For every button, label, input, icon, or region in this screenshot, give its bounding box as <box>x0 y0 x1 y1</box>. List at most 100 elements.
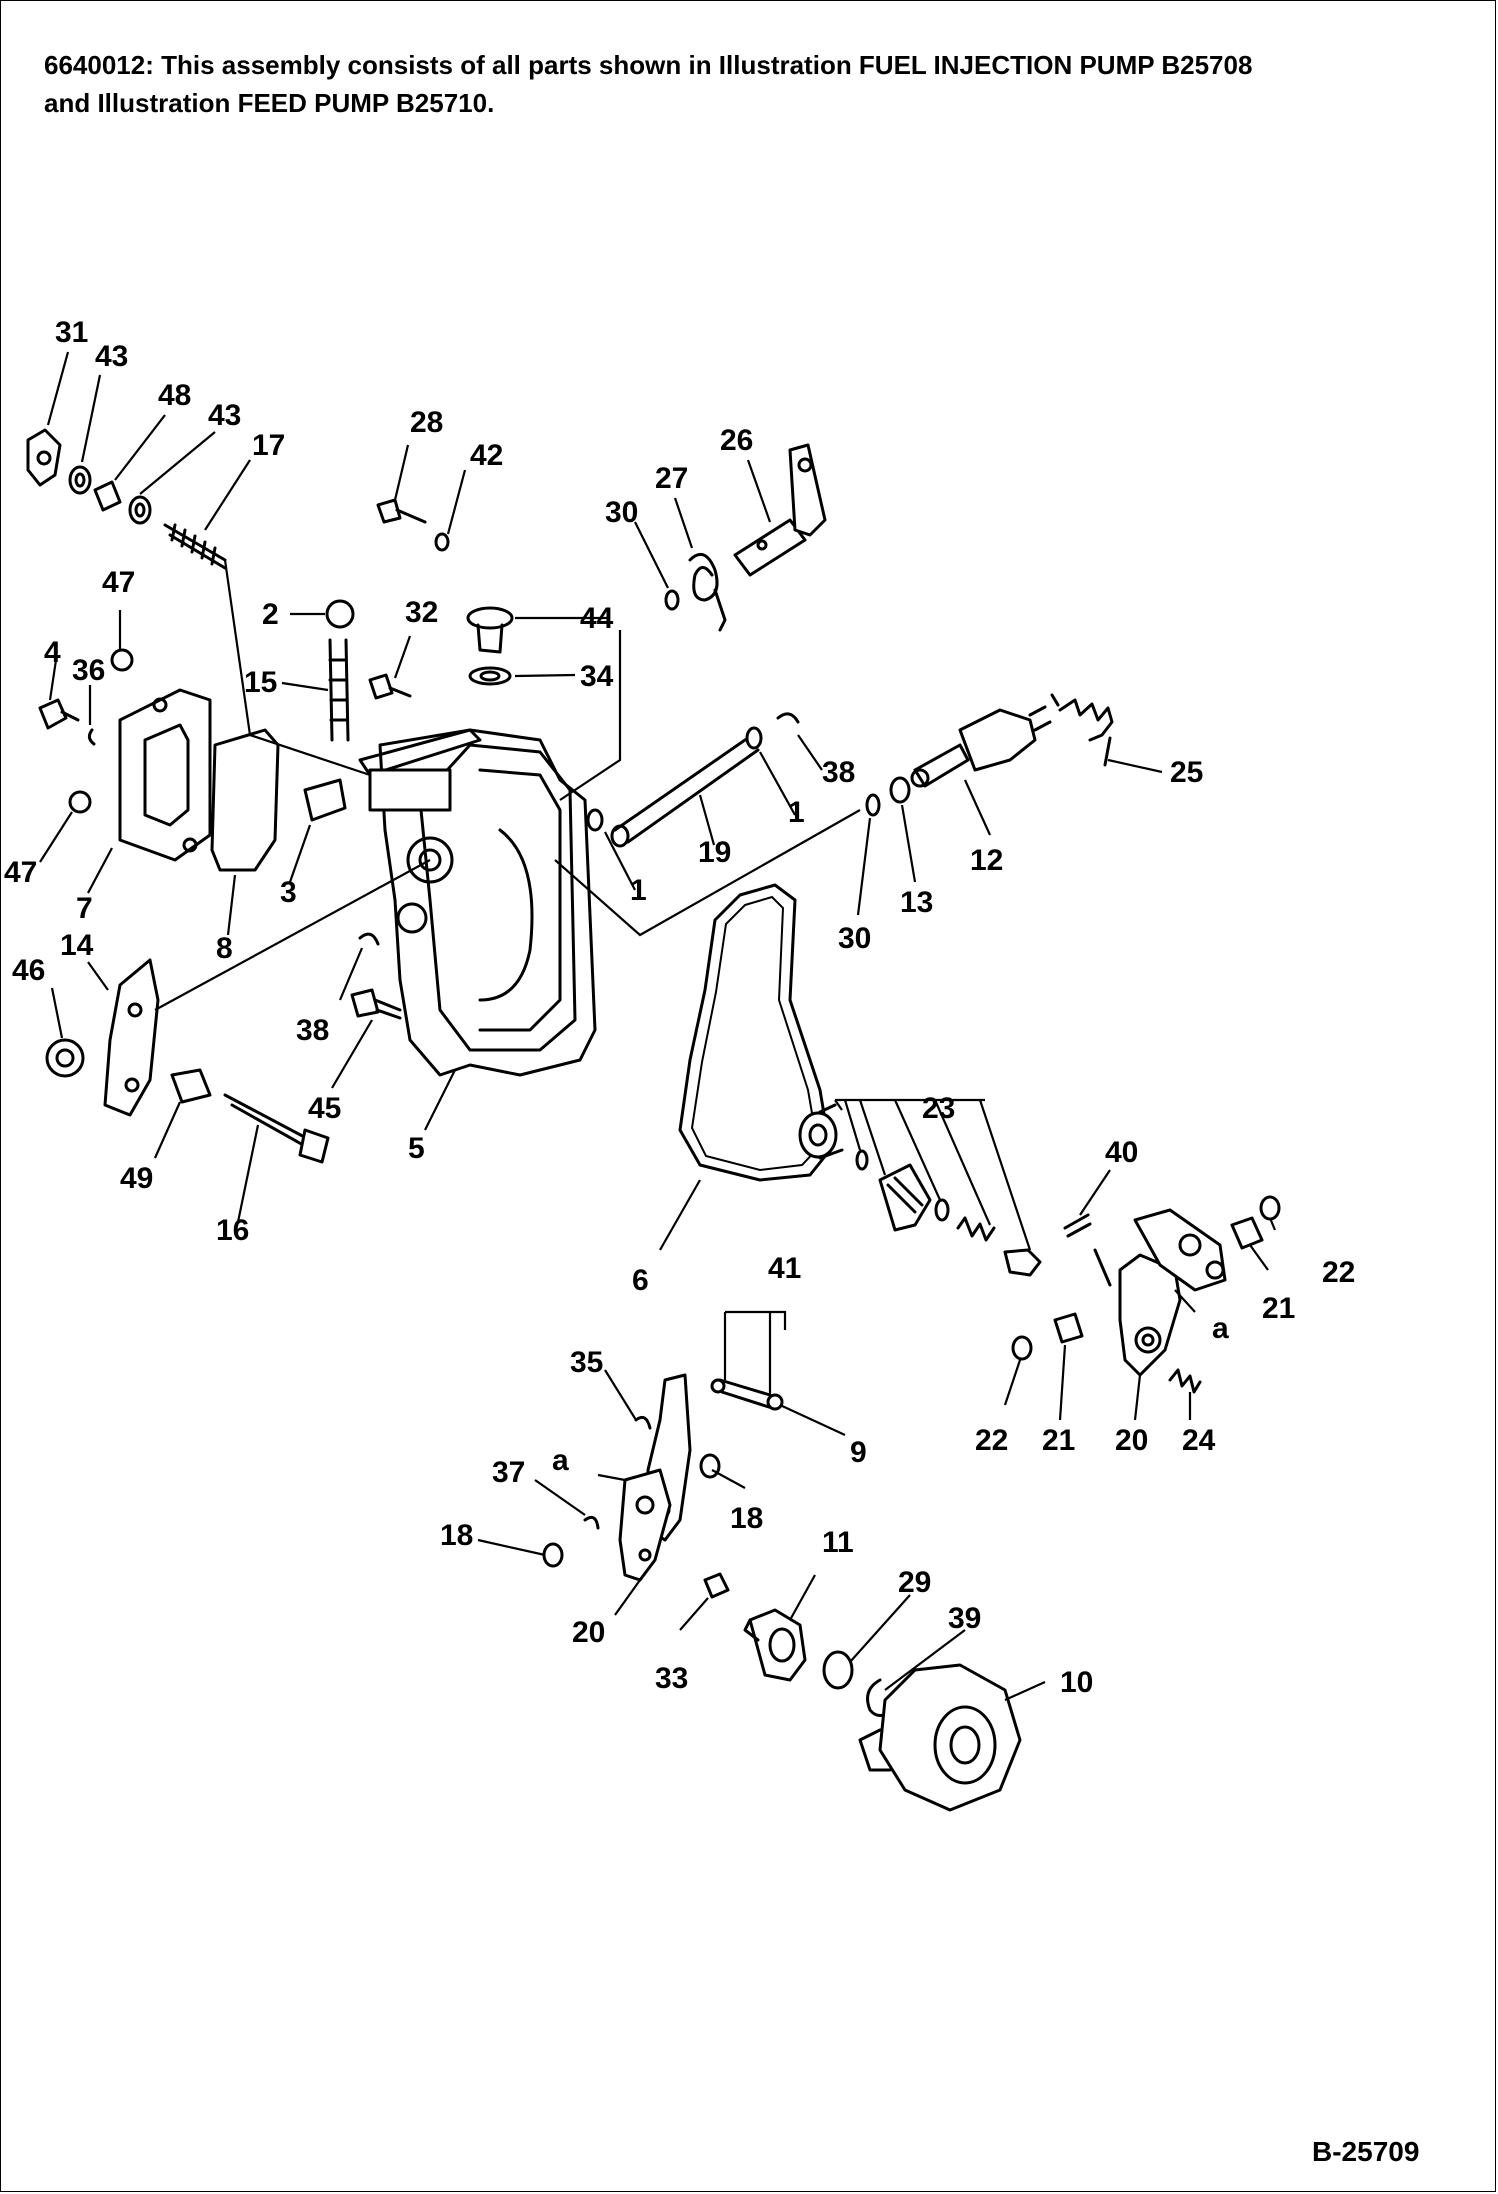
callout-19: 19 <box>698 836 731 869</box>
callout-40: 40 <box>1105 1136 1138 1169</box>
callout-49: 49 <box>120 1162 153 1195</box>
callout-48: 48 <box>158 379 191 412</box>
part-washer-18b <box>542 1542 564 1568</box>
part-lever-20b <box>618 1373 692 1582</box>
callout-2: 2 <box>262 598 279 631</box>
illustration-reference: B-25709 <box>1312 2136 1420 2167</box>
callout-28: 28 <box>410 406 443 439</box>
callout-39: 39 <box>948 1602 981 1635</box>
part-pin-40 <box>1063 1213 1092 1238</box>
callout-30a: 30 <box>605 496 638 529</box>
callout-27: 27 <box>655 462 688 495</box>
part-washer-13 <box>889 776 911 804</box>
part-gasket-6 <box>678 883 832 1182</box>
part-ring-29 <box>822 1650 854 1690</box>
callout-10: 10 <box>1060 1666 1093 1699</box>
part-bolt-45 <box>350 988 402 1020</box>
callout-a2: a <box>552 1444 569 1477</box>
part-bolt-16 <box>223 1093 330 1164</box>
callout-38b: 38 <box>296 1014 329 1047</box>
callout-9: 9 <box>850 1436 867 1469</box>
part-clip-38a <box>776 712 800 724</box>
callout-1b: 1 <box>630 874 647 907</box>
part-spring-25 <box>1050 693 1114 767</box>
part-plate-14 <box>103 958 160 1117</box>
callout-29: 29 <box>898 1566 931 1599</box>
callout-21a: 21 <box>1262 1292 1295 1325</box>
part-cover-plate-7 <box>118 688 212 862</box>
parts-drawing <box>26 428 1281 1812</box>
part-lever-20a <box>1093 1208 1227 1377</box>
callout-15: 15 <box>244 666 277 699</box>
caption-line-1: 6640012: This assembly consists of all p… <box>44 50 1253 80</box>
part-gasket-3 <box>303 778 347 822</box>
part-housing <box>358 728 597 1077</box>
part-clip-35 <box>634 1415 652 1430</box>
part-washer-22a <box>1259 1195 1281 1221</box>
callout-12: 12 <box>970 844 1003 877</box>
callout-43a: 43 <box>95 340 128 373</box>
callout-20a: 20 <box>1115 1424 1148 1457</box>
part-stud-15 <box>328 638 350 742</box>
callout-22a: 22 <box>1322 1256 1355 1289</box>
part-hub-10 <box>858 1663 1022 1812</box>
callout-24: 24 <box>1182 1424 1216 1457</box>
callout-4: 4 <box>44 636 61 669</box>
callout-30b: 30 <box>838 922 871 955</box>
callout-32: 32 <box>405 596 438 629</box>
part-plug-2 <box>325 599 355 629</box>
callout-a1: a <box>1212 1312 1229 1345</box>
part-clip-37 <box>583 1515 600 1530</box>
part-cap-44 <box>466 606 514 686</box>
callout-44: 44 <box>580 602 614 635</box>
leader-lines <box>39 351 1277 1702</box>
part-ring-30b <box>865 793 881 817</box>
callout-43b: 43 <box>208 399 241 432</box>
callout-6: 6 <box>632 1264 649 1297</box>
callout-16: 16 <box>216 1214 249 1247</box>
callout-45: 45 <box>308 1092 341 1125</box>
part-clip-38b <box>358 932 380 946</box>
part-lever-26 <box>733 443 827 577</box>
caption-line-2: and Illustration FEED PUMP B25710. <box>44 88 495 118</box>
callout-47a: 47 <box>102 566 135 599</box>
part-bushing-11 <box>743 1608 807 1682</box>
part-bolt-4 <box>38 698 96 746</box>
part-washer-22b <box>1011 1335 1033 1361</box>
part-bolt-47b <box>68 790 92 814</box>
part-bolt-28 <box>376 498 450 552</box>
callout-35: 35 <box>570 1346 603 1379</box>
callout-25: 25 <box>1170 756 1203 789</box>
callout-37: 37 <box>492 1456 525 1489</box>
callout-labels: 31 43 48 43 17 47 4 36 47 7 8 3 28 42 2 … <box>4 316 1355 1699</box>
callout-8: 8 <box>216 932 233 965</box>
callout-47b: 47 <box>4 856 37 889</box>
callout-23: 23 <box>922 1092 955 1125</box>
part-ring-1a <box>586 808 604 832</box>
callout-34: 34 <box>580 660 614 693</box>
part-spring-27 <box>688 552 727 632</box>
part-bolt-32 <box>368 673 412 700</box>
part-collar-21a <box>1230 1216 1264 1250</box>
callout-17: 17 <box>252 429 285 462</box>
callout-20b: 20 <box>572 1616 605 1649</box>
callout-18a: 18 <box>440 1519 473 1552</box>
callout-14: 14 <box>60 929 94 962</box>
callout-22b: 22 <box>975 1424 1008 1457</box>
part-cap-stack-31 <box>26 428 227 570</box>
callout-41: 41 <box>768 1252 801 1285</box>
callout-1a: 1 <box>788 796 805 829</box>
callout-36: 36 <box>72 654 105 687</box>
callout-38a: 38 <box>822 756 855 789</box>
callout-26: 26 <box>720 424 753 457</box>
callout-31: 31 <box>55 316 88 349</box>
part-shaft-19 <box>610 738 760 848</box>
callout-11: 11 <box>822 1526 854 1559</box>
callout-18b: 18 <box>730 1502 763 1535</box>
part-spring-24 <box>1168 1368 1202 1394</box>
callout-21b: 21 <box>1042 1424 1075 1457</box>
callout-33: 33 <box>655 1662 688 1695</box>
part-collar-21b <box>1053 1312 1084 1344</box>
